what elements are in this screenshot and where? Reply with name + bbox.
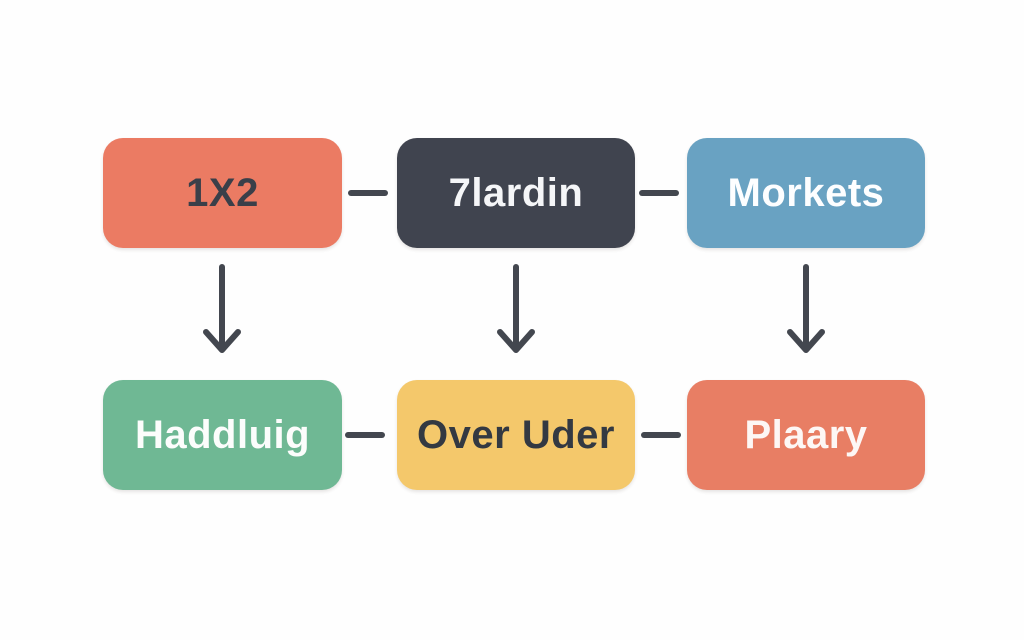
- connector-dash: [641, 432, 681, 438]
- node-haddluig-label: Haddluig: [134, 412, 311, 457]
- down-arrow-icon: [784, 262, 828, 356]
- node-haddluig: Haddluig: [103, 380, 342, 490]
- node-plaary-label: Plaary: [744, 412, 868, 457]
- connector-dash: [345, 432, 385, 438]
- node-over-uder-label: Over Uder: [417, 412, 615, 457]
- node-7lardin: 7lardin: [397, 138, 635, 248]
- down-arrow-icon: [494, 262, 538, 356]
- node-morkets-label: Morkets: [727, 170, 885, 215]
- node-1x2-label: 1X2: [186, 170, 259, 215]
- down-arrow-icon: [200, 262, 244, 356]
- node-over-uder: Over Uder: [397, 380, 635, 490]
- connector-dash: [348, 190, 388, 196]
- node-1x2: 1X2: [103, 138, 342, 248]
- node-plaary: Plaary: [687, 380, 925, 490]
- connector-dash: [639, 190, 679, 196]
- node-7lardin-label: 7lardin: [448, 170, 584, 215]
- node-morkets: Morkets: [687, 138, 925, 248]
